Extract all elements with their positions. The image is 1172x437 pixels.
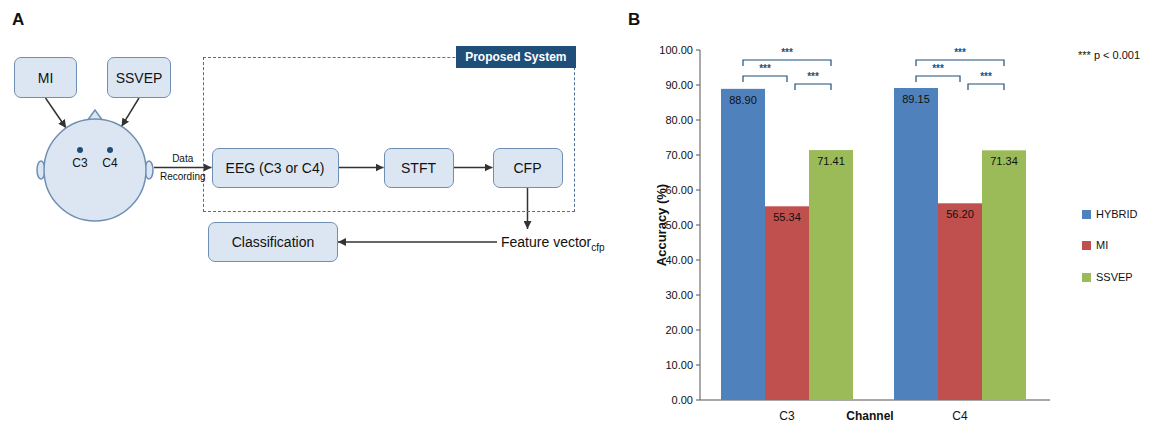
legend-swatch	[1082, 273, 1091, 282]
category-label: C3	[779, 410, 794, 424]
head-circle	[44, 119, 146, 221]
node-text: STFT	[401, 160, 436, 176]
mi-bar	[938, 203, 982, 400]
bracket	[916, 76, 960, 82]
hybrid-bar	[894, 88, 938, 400]
significance-brackets	[743, 60, 1004, 90]
mi-bar	[765, 206, 809, 400]
legend-text: MI	[1096, 239, 1108, 252]
tick	[696, 365, 700, 366]
bracket	[968, 84, 1004, 90]
node-text: EEG (C3 or C4)	[226, 160, 325, 176]
bracket	[743, 76, 787, 82]
node-text: cfp	[591, 235, 604, 261]
tick	[696, 295, 700, 296]
panel-letter: A	[12, 10, 24, 30]
electrode-label: C4	[102, 156, 117, 170]
region-title: Proposed System	[456, 46, 575, 68]
tick-label: 30.00	[665, 289, 693, 302]
tick-label: 90.00	[665, 79, 693, 92]
tick	[696, 155, 700, 156]
tick-label: 50.00	[665, 219, 693, 232]
axes	[696, 50, 1050, 400]
node-text: CFP	[514, 160, 542, 176]
bracket	[795, 84, 831, 90]
significance-mark: ***	[954, 47, 966, 59]
electrode-dot	[77, 147, 83, 153]
node-text: Feature vector	[501, 229, 591, 255]
input-box: MI	[14, 57, 77, 98]
tick-label: 20.00	[665, 324, 693, 337]
value-label: 88.90	[729, 94, 757, 107]
electrode-label: C3	[72, 156, 87, 170]
value-label: 71.34	[990, 155, 1018, 168]
significance-mark: ***	[980, 71, 992, 83]
significance-mark: ***	[932, 63, 944, 75]
process-box: STFT	[384, 148, 454, 188]
tick-label: 60.00	[665, 184, 693, 197]
flow-arrow	[46, 98, 67, 128]
ssvep-bar	[809, 150, 853, 400]
flow-arrow	[338, 241, 497, 243]
significance-mark: ***	[759, 63, 771, 75]
tick	[696, 120, 700, 121]
panel-letter: B	[628, 10, 640, 30]
process-box: Classification	[208, 222, 338, 262]
tick-label: 100.00	[659, 44, 693, 57]
process-box: CFP	[493, 148, 563, 188]
tick	[696, 400, 700, 401]
flow-arrow	[527, 188, 529, 230]
ssvep-bar	[982, 150, 1026, 400]
tick	[696, 85, 700, 86]
tick	[696, 260, 700, 261]
tick-label: 0.00	[672, 394, 693, 407]
tick	[696, 50, 700, 51]
axis-title: Channel	[846, 410, 893, 424]
node-text: MI	[38, 70, 54, 86]
value-label: 56.20	[946, 208, 974, 221]
axis-title: Accuracy (%)	[655, 184, 670, 266]
head-drawing	[43, 118, 147, 222]
value-label: 55.34	[773, 211, 801, 224]
category-label: C4	[952, 410, 967, 424]
node-text: SSVEP	[116, 70, 163, 86]
legend-swatch	[1082, 241, 1091, 250]
hybrid-bar	[721, 89, 765, 400]
edge-label: Data Recording	[160, 150, 206, 186]
bracket	[743, 60, 831, 66]
head-outline: C3 C4	[43, 118, 147, 222]
significance-mark: ***	[807, 71, 819, 83]
significance-mark: ***	[781, 47, 793, 59]
input-box: SSVEP	[107, 57, 171, 98]
tick-label: 70.00	[665, 149, 693, 162]
tick	[696, 330, 700, 331]
tick	[696, 190, 700, 191]
tick-label: 40.00	[665, 254, 693, 267]
flow-arrow	[454, 167, 493, 169]
legend-swatch	[1082, 210, 1091, 219]
legend-text: HYBRID	[1096, 208, 1138, 221]
feature-label: Feature vectorcfp	[497, 229, 609, 255]
tick-label: 80.00	[665, 114, 693, 127]
value-label: 89.15	[902, 93, 930, 106]
bracket	[916, 60, 1004, 66]
process-box: EEG (C3 or C4)	[212, 148, 339, 188]
legend-text: SSVEP	[1096, 271, 1133, 284]
flow-arrow	[122, 98, 139, 126]
significance-note: *** p < 0.001	[1078, 49, 1140, 62]
tick	[696, 225, 700, 226]
electrode-dot	[107, 147, 113, 153]
node-text: Classification	[232, 234, 314, 250]
flow-arrow	[339, 167, 384, 169]
system-region: Proposed SystemEEG (C3 or C4)STFTCFP	[203, 57, 575, 212]
tick-label: 10.00	[665, 359, 693, 372]
value-label: 71.41	[817, 155, 845, 168]
